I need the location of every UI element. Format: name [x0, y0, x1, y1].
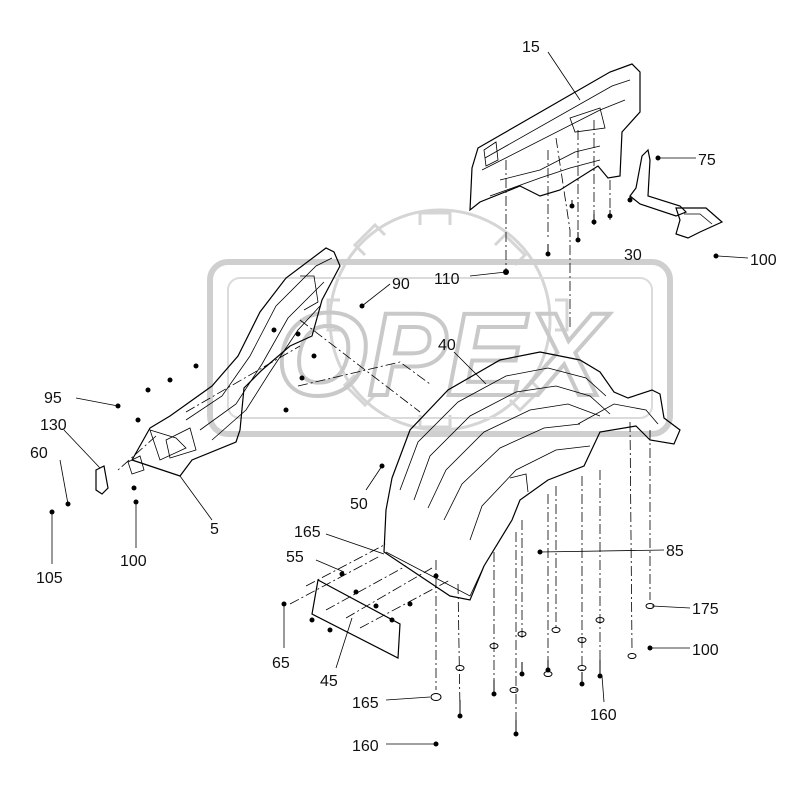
- washer: [430, 693, 442, 701]
- part-40-main-fender: [383, 351, 681, 601]
- nut: [135, 417, 141, 423]
- label-165-bottom: 165: [352, 695, 379, 712]
- label-60: 60: [30, 445, 48, 462]
- bolt: [591, 214, 597, 225]
- bolt: [579, 672, 585, 687]
- nut: [295, 331, 301, 337]
- bolt: [627, 196, 633, 203]
- bolt: [597, 660, 603, 679]
- label-50: 50: [350, 496, 368, 513]
- nut: [327, 627, 333, 633]
- nut: [339, 571, 345, 577]
- nut: [713, 253, 719, 259]
- nut: [145, 387, 151, 393]
- washer: [455, 665, 465, 671]
- label-105: 105: [36, 570, 63, 587]
- label-160-right: 160: [590, 707, 617, 724]
- assembly-centerlines: [117, 120, 651, 730]
- part-15-upper-bracket: [469, 63, 641, 212]
- nut: [389, 617, 395, 623]
- washer: [489, 643, 499, 649]
- bolt: [491, 680, 497, 697]
- bolt: [607, 210, 613, 219]
- label-175: 175: [692, 601, 719, 618]
- bolt: [545, 660, 551, 673]
- watermark-frame: [207, 259, 673, 437]
- bolt: [575, 232, 581, 243]
- nut: [283, 407, 289, 413]
- nut: [299, 375, 305, 381]
- watermark-text: OPEX: [276, 289, 610, 421]
- bolt: [457, 700, 463, 719]
- nut: [647, 645, 653, 651]
- nut: [433, 573, 439, 579]
- nut: [407, 601, 413, 607]
- nut: [433, 741, 439, 747]
- label-30: 30: [624, 247, 642, 264]
- label-5: 5: [210, 521, 219, 538]
- nut: [309, 617, 315, 623]
- nut: [373, 603, 379, 609]
- part-30-step-bracket: [629, 148, 724, 239]
- label-110: 110: [434, 271, 460, 288]
- nut: [193, 363, 199, 369]
- leader-lines: [51, 51, 749, 745]
- label-160-bottom: 160: [352, 738, 379, 755]
- part-5-left-fender: [127, 247, 341, 477]
- washer: [595, 617, 605, 623]
- nut: [353, 589, 359, 595]
- washer: [627, 653, 637, 659]
- label-100-right: 100: [692, 642, 719, 659]
- washer: [551, 627, 561, 633]
- nut: [271, 327, 277, 333]
- bolt: [569, 200, 575, 209]
- label-55: 55: [286, 549, 304, 566]
- label-15: 15: [522, 39, 540, 56]
- label-85: 85: [666, 543, 684, 560]
- nut: [655, 155, 661, 161]
- nut: [167, 377, 173, 383]
- washer: [577, 665, 587, 671]
- bolt: [513, 720, 519, 737]
- part-130-clip: [95, 465, 109, 495]
- label-90: 90: [392, 276, 410, 293]
- washer: [509, 687, 519, 693]
- bolt: [519, 662, 525, 677]
- label-165-top: 165: [294, 524, 321, 541]
- label-65: 65: [272, 655, 290, 672]
- nut: [311, 353, 317, 359]
- part-45-mudflap: [311, 579, 401, 659]
- label-100-left: 100: [120, 553, 147, 570]
- label-45: 45: [320, 673, 338, 690]
- watermark-gear-icon: [326, 211, 569, 429]
- part-labels: 15 75 30 100 110 90 40 95 130 60 5 105 1…: [30, 39, 777, 755]
- label-130: 130: [40, 417, 67, 434]
- label-40: 40: [438, 337, 456, 354]
- opex-watermark: OPEX: [207, 208, 673, 437]
- washer: [577, 637, 587, 643]
- label-100-top: 100: [750, 252, 777, 269]
- bolt: [545, 244, 551, 257]
- label-95: 95: [44, 390, 62, 407]
- washer: [517, 631, 527, 637]
- fasteners: [49, 155, 719, 747]
- nut: [131, 485, 137, 491]
- label-75: 75: [698, 152, 716, 169]
